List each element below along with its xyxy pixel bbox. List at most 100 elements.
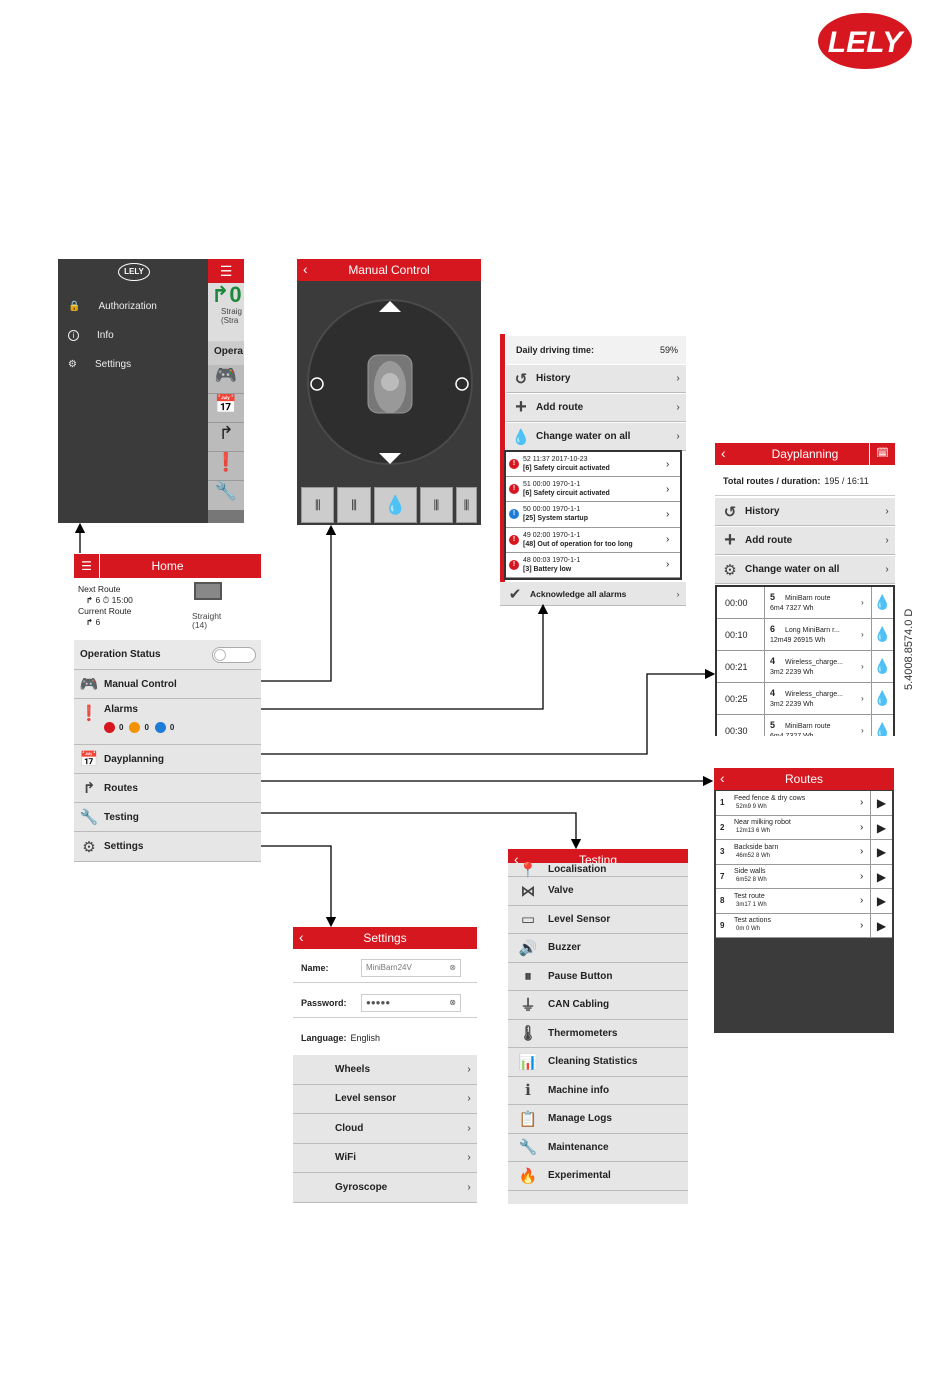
language-row[interactable]: Language:English: [301, 1033, 381, 1043]
settings-list: Wheels›Level sensor›Cloud›WiFi›Gyroscope…: [293, 1055, 477, 1203]
testing-item[interactable]: 📍Localisation: [508, 861, 688, 879]
testing-item[interactable]: 🔥Experimental: [508, 1162, 688, 1191]
tool-button-1[interactable]: ⫼: [301, 487, 335, 523]
water-drop-icon[interactable]: 💧: [871, 683, 893, 714]
hamburger-button[interactable]: ☰: [74, 554, 100, 578]
hamburger-button[interactable]: ☰: [208, 259, 244, 283]
alarms-change-water[interactable]: 💧Change water on all›: [506, 423, 686, 451]
pause-icon: ⏸: [524, 967, 532, 985]
alarm-item[interactable]: !49 02:00 1970-1-1[48] Out of operation …: [506, 528, 680, 553]
home-testing[interactable]: 🔧Testing: [74, 803, 261, 832]
testing-item[interactable]: ⏚CAN Cabling: [508, 991, 688, 1020]
testing-item[interactable]: ⋈Valve: [508, 877, 688, 906]
joystick[interactable]: [305, 287, 475, 483]
back-arrow-icon[interactable]: ‹: [720, 770, 725, 786]
testing-list: 📍Localisation⋈Valve▭Level Sensor🔊Buzzer⏸…: [508, 861, 688, 1191]
dayplanning-history[interactable]: ↺History›: [715, 498, 895, 526]
back-arrow-icon[interactable]: ‹: [303, 261, 308, 277]
thermometer-icon: 🌡: [518, 1025, 538, 1043]
play-icon[interactable]: ▶: [870, 840, 892, 864]
gears-icon: ⚙: [723, 561, 737, 579]
total-routes-row: Total routes / duration:195 / 16:11: [715, 466, 895, 496]
operation-status-toggle[interactable]: [212, 646, 256, 663]
acknowledge-all-alarms[interactable]: ✔Acknowledge all alarms›: [500, 582, 686, 606]
wrench-icon: 🔧: [518, 1139, 538, 1157]
alarms-history[interactable]: ↺History›: [506, 365, 686, 393]
testing-item[interactable]: 📋Manage Logs: [508, 1105, 688, 1134]
home-dayplanning[interactable]: 📅Dayplanning: [74, 745, 261, 774]
speaker-icon: 🔊: [518, 939, 538, 957]
testing-item[interactable]: ▭Level Sensor: [508, 905, 688, 934]
water-drop-icon[interactable]: 💧: [373, 487, 417, 523]
chevron-right-icon: ›: [467, 1093, 471, 1105]
location-icon: 📍: [518, 861, 538, 879]
alarm-list: !52 11:37 2017-10-23[6] Safety circuit a…: [504, 450, 682, 580]
settings-item[interactable]: WiFi›: [293, 1143, 477, 1173]
dayplanning-header: ‹ Dayplanning 🗓: [715, 443, 895, 465]
play-icon[interactable]: ▶: [870, 889, 892, 913]
back-arrow-icon[interactable]: ‹: [514, 851, 519, 867]
alarm-item[interactable]: !52 11:37 2017-10-23[6] Safety circuit a…: [506, 452, 680, 478]
home-alarms[interactable]: ❗ Alarms 0 0 0: [74, 699, 261, 745]
play-icon[interactable]: ▶: [870, 913, 892, 937]
settings-item[interactable]: Cloud›: [293, 1114, 477, 1144]
menu-item-authorization[interactable]: 🔒Authorization: [68, 301, 157, 312]
water-drop-icon[interactable]: 💧: [871, 619, 893, 650]
calendar-delete-icon[interactable]: 🗓: [869, 443, 895, 465]
home-settings[interactable]: ⚙Settings: [74, 832, 261, 862]
play-icon[interactable]: ▶: [870, 815, 892, 839]
tool-button-3[interactable]: ⫼: [419, 487, 454, 523]
home-routes[interactable]: ↱Routes: [74, 774, 261, 803]
tool-button-2[interactable]: ⫼: [337, 487, 371, 523]
menu-logo: LELY: [118, 263, 150, 281]
password-field[interactable]: ●●●●●⊗: [361, 993, 461, 1012]
play-icon[interactable]: ▶: [870, 864, 892, 888]
settings-item[interactable]: Level sensor›: [293, 1084, 477, 1114]
alarms-add-route[interactable]: +Add route›: [506, 394, 686, 422]
clear-icon: ⊗: [449, 998, 456, 1007]
home-manual-control[interactable]: 🎮Manual Control: [74, 670, 261, 699]
back-arrow-icon[interactable]: ‹: [721, 445, 726, 461]
alarm-item[interactable]: !48 00:03 1970-1-1[3] Battery low›: [506, 553, 680, 578]
water-drop-icon[interactable]: 💧: [871, 715, 893, 736]
play-icon[interactable]: ▶: [870, 791, 892, 815]
testing-item[interactable]: 📊Cleaning Statistics: [508, 1048, 688, 1077]
lock-icon: 🔒: [68, 301, 81, 312]
testing-item[interactable]: 🔧Maintenance: [508, 1133, 688, 1162]
routes-header: ‹ Routes: [714, 768, 894, 790]
testing-item[interactable]: ⏸Pause Button: [508, 962, 688, 991]
testing-item[interactable]: 🌡Thermometers: [508, 1019, 688, 1048]
menu-item-settings[interactable]: ⚙Settings: [68, 359, 132, 370]
water-drop-icon[interactable]: 💧: [871, 587, 893, 618]
settings-item[interactable]: Gyroscope›: [293, 1173, 477, 1203]
back-arrow-icon[interactable]: ‹: [299, 929, 304, 945]
alarm-item[interactable]: !50 00:00 1970-1-1[25] System startup›: [506, 502, 680, 528]
name-field[interactable]: MiniBarn24V⊗: [361, 958, 461, 977]
dayplanning-change-water[interactable]: ⚙Change water on all›: [715, 556, 895, 584]
plus-icon: +: [515, 396, 527, 418]
level-sensor-icon: ▭: [520, 911, 536, 929]
side-menu-panel: LELY ☰ ↱0 Straig (Stra Opera 🎮 📅 ↱ ❗ 🔧 🔒…: [58, 259, 244, 523]
settings-item[interactable]: Wheels›: [293, 1055, 477, 1085]
flame-icon: 🔥: [518, 1167, 538, 1185]
history-icon: ↺: [514, 370, 528, 388]
dayplanning-add-route[interactable]: +Add route›: [715, 527, 895, 555]
testing-item[interactable]: 🔊Buzzer: [508, 934, 688, 963]
gears-icon: ⚙: [82, 838, 96, 856]
tool-button-4[interactable]: ⫼: [456, 487, 477, 523]
water-drop-icon[interactable]: 💧: [871, 651, 893, 682]
alarm-item[interactable]: !51 00:00 1970-1-1[6] Safety circuit act…: [506, 477, 680, 503]
